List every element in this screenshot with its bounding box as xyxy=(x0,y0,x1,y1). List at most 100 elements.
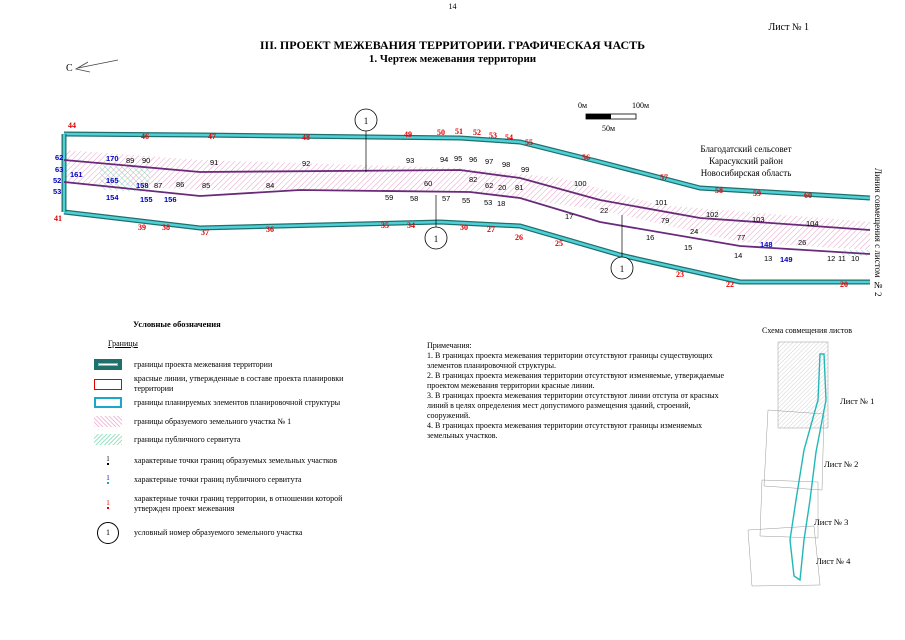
servitude-point-label: 161 xyxy=(70,170,83,179)
parcel-area xyxy=(64,150,870,250)
point-label: 104 xyxy=(806,219,819,228)
point-label: 58 xyxy=(410,194,418,203)
legend-item: границы планируемых элементов планировоч… xyxy=(94,397,374,408)
legend-item: границы публичного сервитута xyxy=(94,434,374,445)
red-point-label: 30 xyxy=(460,223,468,232)
location-line: Карасукский район xyxy=(709,156,783,166)
blue-frame-icon xyxy=(94,397,122,408)
red-point-label: 49 xyxy=(404,130,412,139)
servitude-point-label: 149 xyxy=(780,255,793,264)
point-label: 17 xyxy=(565,212,573,221)
scheme-sheet-label: Лист № 2 xyxy=(824,459,858,469)
red-point-label: 39 xyxy=(138,223,146,232)
red-point-label: 35 xyxy=(381,221,389,230)
project-outline xyxy=(789,353,827,582)
red-point-label: 26 xyxy=(515,233,523,242)
scale-start: 0м xyxy=(578,101,588,110)
page-number: 14 xyxy=(448,2,457,11)
red-point-label: 46 xyxy=(141,132,149,141)
red-point-label: 36 xyxy=(266,225,274,234)
red-point-label: 41 xyxy=(54,214,62,223)
red-point-label: 23 xyxy=(676,270,684,279)
red-point-label: 25 xyxy=(555,239,563,248)
servitude-point-label: 170 xyxy=(106,154,119,163)
sheet-label: Лист № 1 xyxy=(768,22,809,33)
point-label: 89 xyxy=(126,156,134,165)
note-item: 2. В границах проекта межевания территор… xyxy=(427,371,725,390)
point-label: 59 xyxy=(385,193,393,202)
point-label: 14 xyxy=(734,251,742,260)
red-point-label: 54 xyxy=(505,133,513,142)
servitude-point-label: 52 xyxy=(53,176,61,185)
servitude-point-label: 154 xyxy=(106,193,119,202)
point-label: 91 xyxy=(210,158,218,167)
point-label: 26 xyxy=(798,238,806,247)
red-point-label: 51 xyxy=(455,127,463,136)
sheet-scheme: Лист № 1 Лист № 2 Лист № 3 Лист № 4 xyxy=(747,341,874,587)
note-item: 3. В границах проекта межевания территор… xyxy=(427,391,719,420)
legend-item: красные линии, утвержденные в составе пр… xyxy=(94,374,374,394)
parcel-boundary xyxy=(63,181,871,255)
parcel-marker-label: 1 xyxy=(364,116,369,126)
point-label: 55 xyxy=(462,196,470,205)
point-label: 81 xyxy=(515,183,523,192)
north-label: С xyxy=(66,63,73,74)
red-point-label: 22 xyxy=(726,280,734,289)
point-label: 100 xyxy=(574,179,587,188)
red-point-label: 55 xyxy=(525,138,533,147)
red-point-label: 47 xyxy=(208,132,216,141)
servitude-point-label: 158 xyxy=(136,181,149,190)
servitude-point-label: 165 xyxy=(106,176,119,185)
point-label: 84 xyxy=(266,181,274,190)
point-label: 103 xyxy=(752,215,765,224)
note-item: 4. В границах проекта межевания территор… xyxy=(427,421,703,440)
blue-point-icon: 1 xyxy=(106,474,110,484)
sheet-4-frame xyxy=(747,525,821,587)
red-point-label: 56 xyxy=(582,153,590,162)
sheet-2-frame xyxy=(763,409,825,491)
red-point-label: 50 xyxy=(437,128,445,137)
red-point-label: 60 xyxy=(804,191,812,200)
location-line: Новосибирская область xyxy=(700,168,792,178)
red-point-label: 34 xyxy=(407,221,415,230)
parcel-marker-icon xyxy=(610,256,634,280)
servitude-point-label: 63 xyxy=(55,165,63,174)
point-label: 13 xyxy=(764,254,772,263)
servitude-area xyxy=(100,165,150,192)
legend-item: 1 условный номер образуемого земельного … xyxy=(94,522,374,544)
point-label: 86 xyxy=(176,180,184,189)
point-label: 24 xyxy=(690,227,698,236)
scale-end: 100м xyxy=(632,101,650,110)
point-label: 92 xyxy=(302,159,310,168)
point-label: 85 xyxy=(202,181,210,190)
project-boundary xyxy=(63,210,870,284)
servitude-point-label: 53 xyxy=(53,187,61,196)
point-label: 77 xyxy=(737,233,745,242)
red-point-label: 20 xyxy=(840,280,848,289)
red-point-label: 59 xyxy=(753,189,761,198)
scheme-sheet-label: Лист № 3 xyxy=(814,517,848,527)
red-point-label: 57 xyxy=(660,173,668,182)
point-label: 93 xyxy=(406,156,414,165)
point-label: 18 xyxy=(497,199,505,208)
point-label: 95 xyxy=(454,154,462,163)
pink-hatch-icon xyxy=(94,416,122,427)
scheme-sheet-label: Лист № 4 xyxy=(816,556,851,566)
point-label: 10 xyxy=(851,254,859,263)
red-point-label: 53 xyxy=(489,131,497,140)
red-point-label: 58 xyxy=(715,186,723,195)
legend-item: границы проекта межевания территории xyxy=(94,359,374,370)
servitude-point-label: 148 xyxy=(760,240,773,249)
point-label: 96 xyxy=(469,155,477,164)
location-block: Благодатский сельсовет Карасукский район… xyxy=(676,143,816,179)
scale-mid: 50м xyxy=(602,124,616,133)
red-point-label: 48 xyxy=(302,133,310,142)
red-point-label: 52 xyxy=(473,128,481,137)
legend-item: 1 характерные точки границ территории, в… xyxy=(94,494,374,514)
red-point-label: 38 xyxy=(162,223,170,232)
legend-item: 1 характерные точки границ образуемых зе… xyxy=(94,455,374,466)
red-point-label: 27 xyxy=(487,225,495,234)
red-point-label: 44 xyxy=(68,121,76,130)
scheme-sheet-label: Лист № 1 xyxy=(840,396,874,406)
legend-item: границы образуемого земельного участка №… xyxy=(94,416,374,427)
